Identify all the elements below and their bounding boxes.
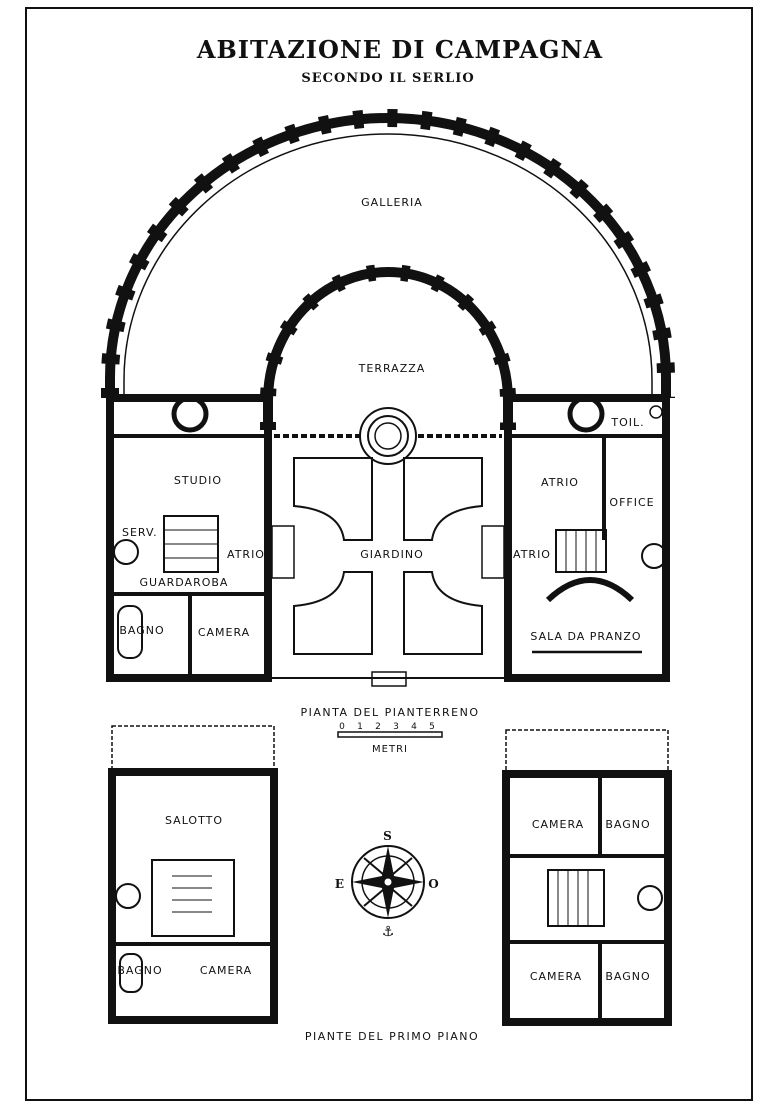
label-salotto: SALOTTO [165, 814, 223, 827]
label-terrazza: TERRAZZA [358, 362, 426, 375]
galleria-outer-arch-inner [123, 133, 653, 398]
left-spiral-stair [113, 539, 139, 565]
terrazza-arch-pilasters [260, 264, 516, 430]
label-studio: STUDIO [174, 474, 222, 487]
label-ff-left-camera: CAMERA [200, 964, 252, 977]
scale-tick-5: 5 [429, 722, 435, 732]
galleria-outer-arch [105, 113, 671, 398]
bathtub [117, 605, 143, 659]
label-ff-right-camera-bottom: CAMERA [530, 970, 582, 983]
terrazza-arch [263, 267, 513, 430]
label-galleria: GALLERIA [361, 196, 423, 209]
sheet-frame [25, 7, 753, 1101]
page-subtitle: SECONDO IL SERLIO [301, 71, 474, 86]
scale-tick-2: 2 [375, 722, 381, 732]
first-floor-left-spiral [115, 883, 141, 909]
label-ff-right-bagno-top: BAGNO [605, 818, 650, 831]
left-stair-steps [164, 529, 218, 559]
scale-bar-line [337, 731, 443, 738]
label-toil: TOIL. [610, 416, 644, 429]
parterre-bottom-left [293, 571, 373, 655]
label-atrio-left: ATRIO [227, 548, 265, 561]
first-floor-caption: PIANTE DEL PRIMO PIANO [305, 1030, 479, 1043]
compass-south-anchor-icon: ⚓ [382, 924, 395, 940]
compass-center [383, 877, 393, 887]
left-niche [171, 395, 209, 433]
parterre-bottom-right [403, 571, 483, 655]
label-ff-right-bagno-bottom: BAGNO [605, 970, 650, 983]
right-stair-steps [565, 530, 597, 572]
first-floor-right-stair-steps [557, 870, 589, 926]
right-garden-steps [481, 525, 505, 579]
first-floor-right-spiral [637, 885, 663, 911]
compass-west-label: E [335, 877, 345, 891]
first-floor-right-walls [502, 770, 672, 1026]
scale-bar: 0 1 2 3 4 5 METRI [337, 722, 443, 755]
first-floor-left-plan: SALOTTO BAGNO CAMERA [108, 725, 278, 1024]
ground-floor-caption: PIANTA DEL PIANTERRENO [301, 706, 480, 719]
label-sala-da-pranzo: SALA DA PRANZO [530, 630, 641, 643]
right-stair [555, 529, 607, 573]
label-atrio-right: ATRIO [513, 548, 551, 561]
parterre-top-left [293, 457, 373, 541]
label-ff-right-camera-top: CAMERA [532, 818, 584, 831]
right-spiral-stair [641, 543, 667, 569]
label-giardino: GIARDINO [360, 548, 424, 561]
parterre-top-right [403, 457, 483, 541]
first-floor-left-walls [108, 768, 278, 1024]
sala-arch [545, 577, 635, 603]
first-floor-right-stub [505, 729, 669, 775]
label-atrio-right-top: ATRIO [541, 476, 579, 489]
toilet-fixture [649, 405, 663, 419]
label-office: OFFICE [609, 496, 654, 509]
ground-floor-plan: GALLERIA TERRAZZA GIARDINO STUDIO SERV. … [101, 109, 675, 687]
compass-north-label: S [383, 829, 393, 843]
first-floor-left-stair [151, 859, 235, 937]
label-bagno: BAGNO [119, 624, 164, 637]
compass-east-label: O [428, 877, 439, 891]
first-floor-right-plan: CAMERA BAGNO CAMERA BAGNO [502, 729, 672, 1026]
fountain-inner [367, 415, 409, 457]
scale-tick-3: 3 [393, 722, 399, 732]
left-garden-steps [271, 525, 295, 579]
first-floor-left-tub [119, 953, 143, 993]
first-floor-left-stub [111, 725, 275, 773]
scale-tick-0: 0 [339, 722, 345, 732]
label-ff-left-bagno: BAGNO [117, 964, 162, 977]
first-floor-left-stair-steps [172, 875, 212, 913]
fountain-center [374, 422, 402, 450]
label-guardaroba: GUARDAROBA [140, 576, 229, 589]
scale-tick-4: 4 [411, 722, 417, 732]
page-title: ABITAZIONE DI CAMPAGNA [196, 35, 603, 64]
scale-unit: METRI [372, 744, 408, 755]
label-serv: SERV. [122, 526, 158, 539]
label-camera: CAMERA [198, 626, 250, 639]
right-niche [567, 395, 605, 433]
compass-star-diagonals [363, 857, 413, 907]
scale-tick-1: 1 [357, 722, 363, 732]
compass-rose: S E O ⚓ [335, 829, 439, 940]
first-floor-right-stair [547, 869, 605, 927]
galleria-pilasters [101, 109, 675, 398]
garden-entrance-steps [371, 671, 407, 687]
